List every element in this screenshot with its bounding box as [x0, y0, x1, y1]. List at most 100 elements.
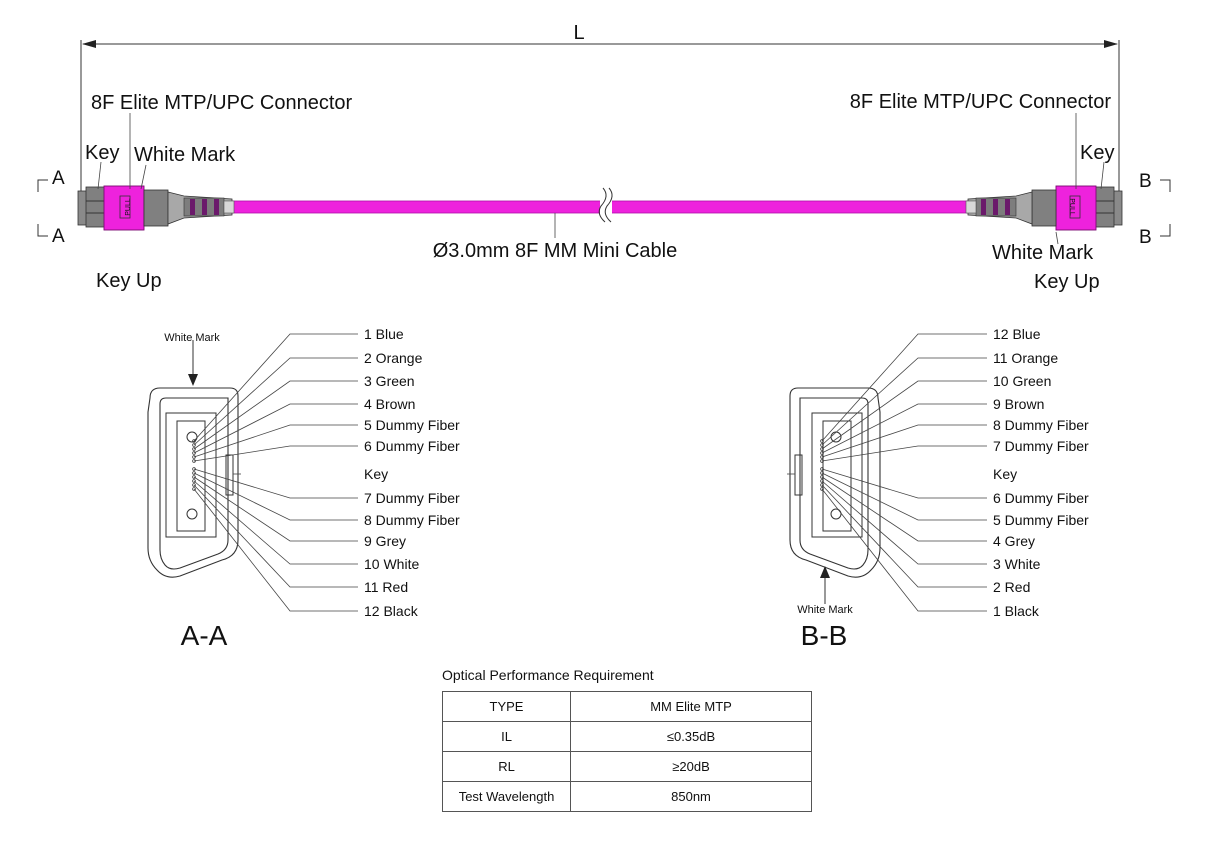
right-orientation-label: Key Up [1034, 271, 1100, 293]
fiber-dot [192, 443, 196, 447]
fiber-dot [820, 483, 824, 487]
left-white-mark-label: White Mark [134, 144, 236, 166]
fiber-dot [820, 467, 824, 471]
fiber-leader-line [193, 472, 358, 521]
fiber-leader-line [193, 445, 358, 462]
left-connector: PULL [77, 113, 235, 231]
table-cell: Test Wavelength [442, 781, 571, 812]
fiber-dot [820, 459, 824, 463]
fiber-dot [820, 479, 824, 483]
cable-segment-right [605, 200, 971, 214]
fiber-callout-label: 3 White [993, 556, 1041, 572]
fiber-dot [192, 467, 196, 471]
performance-title: Optical Performance Requirement [442, 667, 654, 683]
fiber-callout-label: 10 White [364, 556, 419, 572]
performance-table: TYPE MM Elite MTP IL ≤0.35dB RL ≥20dB Te… [442, 691, 812, 812]
fiber-leader-line [821, 468, 987, 499]
fiber-callout-label: 4 Grey [993, 533, 1035, 549]
fiber-leader-line [193, 357, 358, 446]
length-dimension: L [80, 22, 1120, 196]
fiber-dot [192, 483, 196, 487]
section-b-label-top: B [1139, 171, 1152, 192]
fiber-callout-label: 2 Red [993, 579, 1030, 595]
fiber-callout-label: 7 Dummy Fiber [364, 490, 460, 506]
fiber-callout-label: 5 Dummy Fiber [993, 512, 1089, 528]
fiber-callout-label: 9 Grey [364, 533, 406, 549]
fiber-dot [820, 443, 824, 447]
key-callout-label: Key [993, 466, 1017, 482]
section-a-label-top: A [52, 168, 65, 189]
cable-label: Ø3.0mm 8F MM Mini Cable [433, 240, 678, 262]
fiber-dot [820, 447, 824, 451]
fiber-leader-line [821, 472, 987, 521]
table-cell: MM Elite MTP [570, 691, 812, 722]
table-cell: 850nm [570, 781, 812, 812]
fiber-dot [192, 471, 196, 475]
fiber-leader-line [193, 468, 358, 499]
table-cell: ≥20dB [570, 751, 812, 782]
section-b-white-mark: White Mark [797, 604, 853, 616]
fiber-dot [820, 487, 824, 491]
fiber-callout-label: 7 Dummy Fiber [993, 438, 1089, 454]
fiber-callout-label: 6 Dummy Fiber [993, 490, 1089, 506]
fiber-callout-label: 3 Green [364, 373, 415, 389]
fiber-dot [192, 439, 196, 443]
fiber-leader-line [193, 484, 358, 588]
fiber-dot [192, 487, 196, 491]
fiber-dot [820, 471, 824, 475]
cable-segment-left [231, 200, 605, 214]
fiber-callout-label: 9 Brown [993, 396, 1044, 412]
fiber-callout-label: 2 Orange [364, 350, 423, 366]
fiber-callout-label: 10 Green [993, 373, 1051, 389]
fiber-dot [192, 459, 196, 463]
fiber-callout-label: 8 Dummy Fiber [993, 417, 1089, 433]
left-connector-magenta-housing [103, 185, 145, 231]
fiber-leader-line [193, 333, 358, 442]
right-white-mark-label: White Mark [992, 242, 1094, 264]
fiber-leader-line [193, 380, 358, 450]
section-a-fiber-dots [192, 439, 196, 491]
section-a-white-mark: White Mark [164, 332, 220, 344]
fiber-dot [820, 455, 824, 459]
table-row: RL ≥20dB [442, 751, 812, 782]
right-connector-label: 8F Elite MTP/UPC Connector [850, 91, 1112, 113]
fiber-leader-line [821, 357, 987, 446]
fiber-cable: Ø3.0mm 8F MM Mini Cable [231, 187, 971, 262]
fiber-callout-label: 12 Black [364, 603, 419, 619]
fiber-leader-line [821, 380, 987, 450]
left-connector-label: 8F Elite MTP/UPC Connector [91, 92, 353, 114]
right-connector: PULL [965, 113, 1123, 245]
svg-text:PULL: PULL [125, 198, 132, 216]
fiber-dot [192, 479, 196, 483]
fiber-dot [192, 475, 196, 479]
fiber-leader-line [193, 476, 358, 542]
section-b-fiber-leaders [787, 333, 987, 612]
fiber-leader-line [821, 484, 987, 588]
section-a-title: A-A [181, 620, 228, 651]
left-orientation-label: Key Up [96, 270, 162, 292]
table-row: Test Wavelength 850nm [442, 781, 812, 812]
section-b-label-bottom: B [1139, 227, 1152, 248]
table-cell: RL [442, 751, 571, 782]
section-b-fiber-dots [820, 439, 824, 491]
fiber-dot [820, 439, 824, 443]
fiber-leader-line [193, 480, 358, 565]
fiber-callout-label: 6 Dummy Fiber [364, 438, 460, 454]
right-key-label: Key [1080, 142, 1114, 164]
fiber-dot [820, 451, 824, 455]
fiber-leader-line [821, 424, 987, 458]
section-cut-b-marker: B B [1139, 171, 1171, 248]
table-cell: TYPE [442, 691, 571, 722]
fiber-leader-line [193, 424, 358, 458]
fiber-dot [192, 447, 196, 451]
fiber-dot [820, 475, 824, 479]
fiber-leader-line [821, 476, 987, 542]
table-row: IL ≤0.35dB [442, 721, 812, 752]
fiber-callout-label: 1 Black [993, 603, 1040, 619]
fiber-leader-line [193, 403, 358, 454]
key-callout-label: Key [364, 466, 388, 482]
section-a-label-bottom: A [52, 226, 65, 247]
